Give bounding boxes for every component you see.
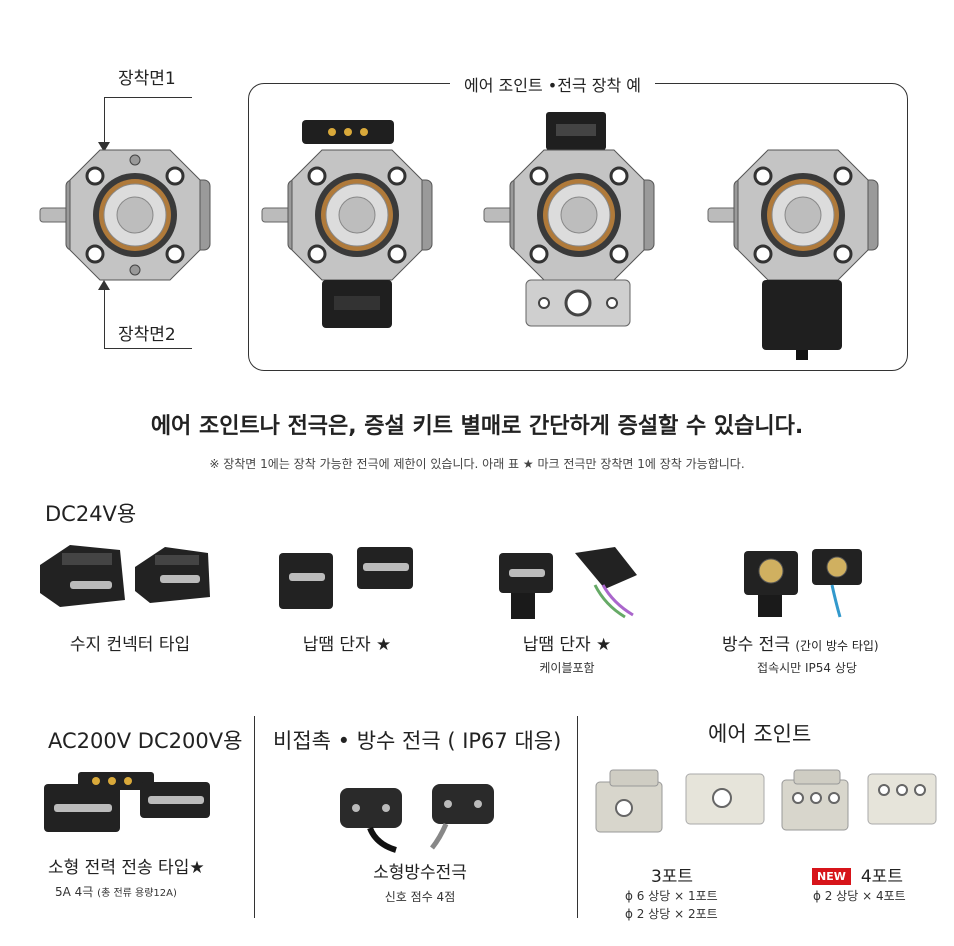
- rotary-joint-icon: [39, 149, 211, 281]
- note: ※ 장착면 1에는 장착 가능한 전극에 제한이 있습니다. 아래 표 ★ 마크…: [209, 457, 745, 471]
- dc-item-4-sub: 접속시만 IP54 상당: [757, 661, 857, 675]
- noncontact-section-title: 비접촉 • 방수 전극 ( IP67 대응): [273, 729, 562, 753]
- resin-connector-icon: [40, 545, 210, 607]
- face1-leader-v: [104, 97, 105, 147]
- solder-terminal-icon: [279, 547, 413, 609]
- arrow-down-icon: [98, 142, 110, 152]
- air-4port-label-wrap: NEW 4포트: [812, 862, 903, 887]
- dc-section-title: DC24V용: [45, 502, 137, 526]
- noncontact-label: 소형방수전극: [373, 863, 467, 883]
- arrow-up-icon: [98, 280, 110, 290]
- air-section-title: 에어 조인트: [708, 722, 812, 746]
- noncontact-sub: 신호 점수 4점: [384, 890, 456, 904]
- face1-leader: [104, 97, 192, 98]
- rotary-joint-waterproof-example: [707, 149, 879, 360]
- dc-item-4-label-small: (간이 방수 타입): [795, 639, 879, 653]
- new-badge: NEW: [812, 868, 851, 885]
- dc-item-3-sub: 케이블포함: [539, 661, 595, 675]
- air-3port-spec2: ϕ 2 상당 × 2포트: [625, 907, 718, 921]
- ac-sub-small: (총 전류 용량12A): [97, 888, 177, 899]
- ac-label: 소형 전력 전송 타입★: [48, 858, 205, 878]
- dc-item-4-label-wrap: 방수 전극 (간이 방수 타입): [722, 630, 879, 655]
- dc-item-2-label: 납땜 단자 ★: [302, 635, 392, 655]
- power-transfer-icon: [44, 772, 210, 832]
- dc-item-1-label: 수지 컨넥터 타입: [69, 635, 191, 655]
- air-4port-spec: ϕ 2 상당 × 4포트: [813, 889, 906, 903]
- air-3port-label: 3포트: [650, 867, 694, 887]
- noncontact-electrode-icon: [340, 784, 494, 853]
- solder-cable-terminal-icon: [499, 547, 637, 619]
- rotary-joint-connector-example: [261, 120, 433, 328]
- face2-leader-v: [104, 288, 105, 348]
- frame-title: 에어 조인트 •전극 장착 예: [450, 72, 655, 96]
- divider-1: [254, 716, 255, 918]
- air-4port-label: 4포트: [860, 867, 903, 887]
- air-joint-4port-icon: [781, 769, 937, 831]
- face2-leader: [104, 348, 192, 349]
- ac-sub-main: 5A 4극: [55, 885, 94, 899]
- headline: 에어 조인트나 전극은, 증설 키트 별매로 간단하게 증설할 수 있습니다.: [150, 414, 804, 439]
- ac-sub-wrap: 5A 4극 (총 전류 용량12A): [55, 883, 177, 900]
- dc-item-3-label: 납땜 단자 ★: [522, 635, 612, 655]
- air-3port-spec1: ϕ 6 상당 × 1포트: [625, 889, 718, 903]
- waterproof-electrode-icon: [744, 549, 862, 618]
- air-joint-3port-icon: [595, 769, 765, 833]
- dc-item-4-label: 방수 전극: [722, 635, 790, 655]
- rotary-joint-air-example: [483, 112, 655, 327]
- face1-label: 장착면1: [118, 69, 176, 89]
- ac-section-title: AC200V DC200V용: [48, 729, 243, 753]
- face2-label: 장착면2: [118, 325, 176, 345]
- divider-2: [577, 716, 578, 918]
